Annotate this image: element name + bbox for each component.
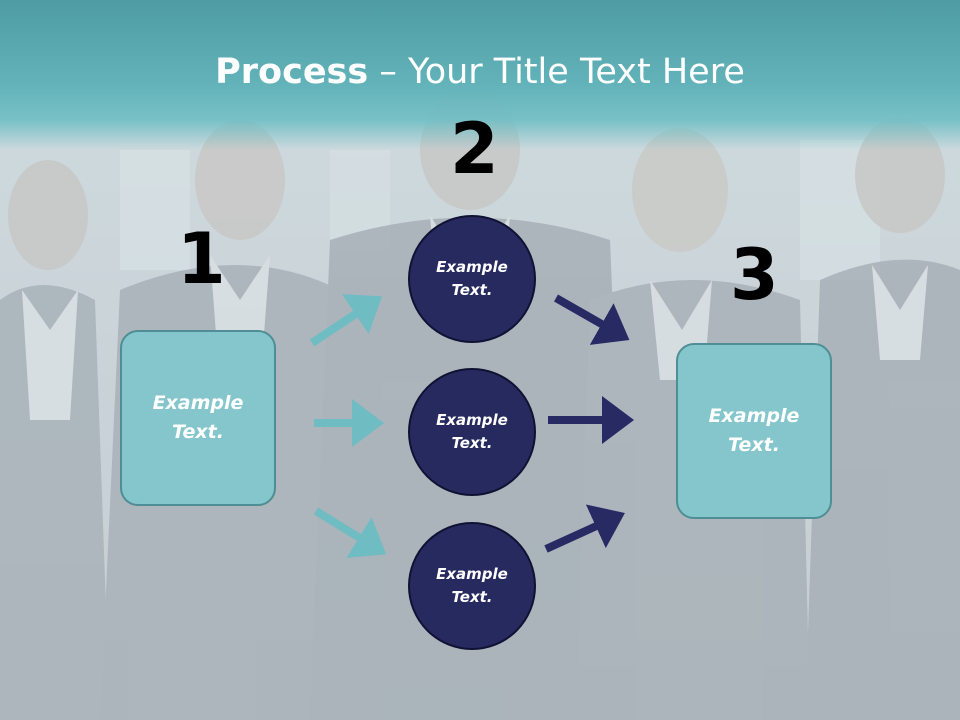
circle-top: Example Text. (408, 215, 536, 343)
arrow-icon (309, 294, 382, 347)
arrow-icon (554, 294, 630, 345)
step-number-3: 3 (730, 234, 779, 316)
page-title: Process – Your Title Text Here (0, 52, 960, 92)
step-number-1: 1 (177, 218, 226, 300)
circle-bottom: Example Text. (408, 522, 536, 650)
circle-bottom-text: Example Text. (436, 565, 508, 606)
circle-middle: Example Text. (408, 368, 536, 496)
arrow-icon (544, 504, 625, 553)
step-number-2: 2 (450, 108, 499, 190)
arrow-icon (313, 507, 387, 558)
title-bold: Process (215, 52, 369, 92)
right-box-text: Example Text. (708, 405, 800, 456)
circle-top-text: Example Text. (436, 258, 508, 299)
header-band (0, 0, 960, 150)
left-box-text: Example Text. (152, 392, 244, 443)
right-step-box: Example Text. (676, 343, 832, 519)
title-rest: – Your Title Text Here (368, 52, 745, 92)
circle-middle-text: Example Text. (436, 411, 508, 452)
left-step-box: Example Text. (120, 330, 276, 506)
